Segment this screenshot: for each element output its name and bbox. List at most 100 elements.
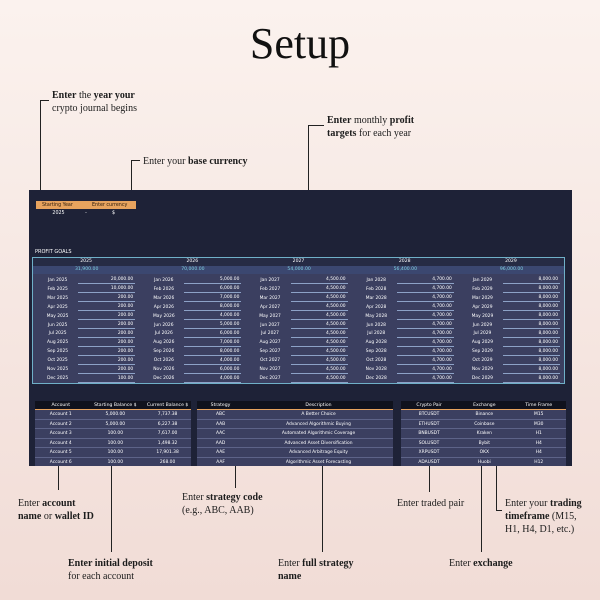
- account-cell[interactable]: Account 6: [49, 459, 72, 465]
- exchange-cell[interactable]: Kraken: [476, 431, 492, 436]
- profit-target-input[interactable]: 8,000.00: [503, 339, 561, 347]
- year-dropdown-icon[interactable]: -: [85, 210, 87, 216]
- profit-target-input[interactable]: 200.00: [78, 357, 136, 365]
- profit-target-input[interactable]: 4,000.00: [184, 375, 242, 383]
- time-frame-cell[interactable]: H4: [535, 440, 542, 446]
- starting-balance-cell[interactable]: 5,000.00: [105, 412, 126, 417]
- profit-target-input[interactable]: 6,000.00: [184, 285, 242, 294]
- profit-target-input[interactable]: 8,000.00: [503, 276, 561, 285]
- starting-balance-cell[interactable]: 100.00: [107, 440, 124, 446]
- profit-target-input[interactable]: 4,500.00: [290, 330, 348, 338]
- starting-balance-cell[interactable]: 100.00: [107, 459, 124, 465]
- time-frame-cell[interactable]: H1: [535, 431, 542, 436]
- time-frame-cell[interactable]: M30: [534, 421, 544, 427]
- profit-target-input[interactable]: 200.00: [78, 312, 136, 321]
- profit-target-input[interactable]: 4,500.00: [290, 276, 348, 285]
- currency-input[interactable]: $: [111, 210, 116, 216]
- current-balance-cell[interactable]: 1,498.32: [157, 440, 178, 446]
- exchange-cell[interactable]: OKX: [479, 450, 489, 455]
- profit-target-input[interactable]: 8,000.00: [503, 312, 561, 321]
- profit-target-input[interactable]: 4,500.00: [290, 312, 348, 321]
- current-balance-cell[interactable]: 6,227.38: [157, 421, 178, 427]
- profit-target-input[interactable]: 7,000.00: [184, 294, 242, 303]
- profit-target-input[interactable]: 8,000.00: [503, 375, 561, 383]
- strategy-code-cell[interactable]: AAE: [216, 450, 225, 455]
- strategy-code-cell[interactable]: ABC: [216, 412, 226, 417]
- profit-target-input[interactable]: 4,700.00: [396, 375, 454, 383]
- profit-target-input[interactable]: 4,500.00: [290, 366, 348, 374]
- starting-balance-cell[interactable]: 100.00: [107, 431, 124, 436]
- profit-target-input[interactable]: 8,000.00: [503, 303, 561, 312]
- strategy-description-cell[interactable]: A Better Choice: [301, 412, 336, 417]
- profit-target-input[interactable]: 4,500.00: [290, 321, 348, 330]
- profit-target-input[interactable]: 4,700.00: [396, 285, 454, 294]
- exchange-cell[interactable]: Binance: [475, 412, 494, 417]
- profit-target-input[interactable]: 4,700.00: [396, 294, 454, 303]
- profit-target-input[interactable]: 4,700.00: [396, 348, 454, 356]
- strategy-description-cell[interactable]: Advanced Asset Diversification: [284, 440, 353, 446]
- profit-target-input[interactable]: 4,700.00: [396, 357, 454, 365]
- profit-target-input[interactable]: 4,500.00: [290, 339, 348, 347]
- profit-target-input[interactable]: 6,000.00: [184, 330, 242, 338]
- profit-target-input[interactable]: 8,000.00: [184, 348, 242, 356]
- strategy-description-cell[interactable]: Advanced Algorithmic Buying: [286, 421, 351, 427]
- profit-target-input[interactable]: 5,000.00: [184, 321, 242, 330]
- strategy-description-cell[interactable]: Advanced Arbitrage Equity: [289, 450, 348, 455]
- time-frame-cell[interactable]: H4: [535, 450, 542, 455]
- profit-target-input[interactable]: 200.00: [78, 339, 136, 347]
- strategy-code-cell[interactable]: AAF: [216, 459, 225, 465]
- profit-target-input[interactable]: 4,500.00: [290, 285, 348, 294]
- strategy-description-cell[interactable]: Automated Algorithmic Coverage: [281, 431, 356, 436]
- profit-target-input[interactable]: 20,000.00: [78, 276, 136, 285]
- profit-target-input[interactable]: 4,700.00: [396, 303, 454, 312]
- profit-target-input[interactable]: 4,500.00: [290, 303, 348, 312]
- account-cell[interactable]: Account 5: [49, 450, 72, 455]
- time-frame-cell[interactable]: H12: [534, 459, 544, 465]
- profit-target-input[interactable]: 4,700.00: [396, 312, 454, 321]
- profit-target-input[interactable]: 4,000.00: [184, 312, 242, 321]
- strategy-code-cell[interactable]: AAC: [215, 431, 226, 436]
- profit-target-input[interactable]: 6,000.00: [184, 366, 242, 374]
- account-cell[interactable]: Account 2: [49, 421, 72, 427]
- profit-target-input[interactable]: 4,500.00: [290, 375, 348, 383]
- crypto-pair-cell[interactable]: BNBUSDT: [418, 431, 440, 436]
- profit-target-input[interactable]: 8,000.00: [503, 294, 561, 303]
- strategy-description-cell[interactable]: Algorithmic Asset Forecasting: [285, 459, 352, 465]
- profit-target-input[interactable]: 8,000.00: [503, 366, 561, 374]
- profit-target-input[interactable]: 4,700.00: [396, 330, 454, 338]
- profit-target-input[interactable]: 4,000.00: [184, 357, 242, 365]
- current-balance-cell[interactable]: 7,737.38: [157, 412, 178, 417]
- crypto-pair-cell[interactable]: ETHUSDT: [418, 421, 440, 427]
- exchange-cell[interactable]: Huobi: [477, 459, 491, 465]
- starting-balance-cell[interactable]: 100.00: [107, 450, 124, 455]
- starting-year-input[interactable]: 2025: [52, 210, 65, 216]
- exchange-cell[interactable]: Coinbase: [474, 421, 495, 427]
- profit-target-input[interactable]: 10,000.00: [78, 285, 136, 294]
- crypto-pair-cell[interactable]: BTCUSDT: [418, 412, 440, 417]
- profit-target-input[interactable]: 8,000.00: [503, 348, 561, 356]
- profit-target-input[interactable]: 200.00: [78, 321, 136, 330]
- time-frame-cell[interactable]: M15: [534, 412, 544, 417]
- exchange-cell[interactable]: Bybit: [478, 440, 490, 446]
- strategy-code-cell[interactable]: AAB: [215, 421, 226, 427]
- profit-target-input[interactable]: 4,700.00: [396, 339, 454, 347]
- profit-target-input[interactable]: 8,000.00: [503, 321, 561, 330]
- current-balance-cell[interactable]: 268.00: [159, 459, 176, 465]
- crypto-pair-cell[interactable]: XRPUSDT: [418, 450, 440, 455]
- profit-target-input[interactable]: 200.00: [78, 348, 136, 356]
- current-balance-cell[interactable]: 17,901.38: [156, 450, 179, 455]
- profit-target-input[interactable]: 4,700.00: [396, 276, 454, 285]
- current-balance-cell[interactable]: 7,617.00: [157, 431, 178, 436]
- profit-target-input[interactable]: 8,000.00: [503, 357, 561, 365]
- profit-target-input[interactable]: 8,000.00: [503, 330, 561, 338]
- profit-target-input[interactable]: 4,700.00: [396, 366, 454, 374]
- profit-target-input[interactable]: 5,000.00: [184, 276, 242, 285]
- crypto-pair-cell[interactable]: ADAUSDT: [418, 459, 440, 465]
- account-cell[interactable]: Account 4: [49, 440, 72, 446]
- strategy-code-cell[interactable]: AAD: [215, 440, 226, 446]
- profit-target-input[interactable]: 4,700.00: [396, 321, 454, 330]
- crypto-pair-cell[interactable]: SOLUSDT: [418, 440, 440, 446]
- profit-target-input[interactable]: 200.00: [78, 303, 136, 312]
- profit-target-input[interactable]: 200.00: [78, 330, 136, 338]
- profit-target-input[interactable]: 4,500.00: [290, 294, 348, 303]
